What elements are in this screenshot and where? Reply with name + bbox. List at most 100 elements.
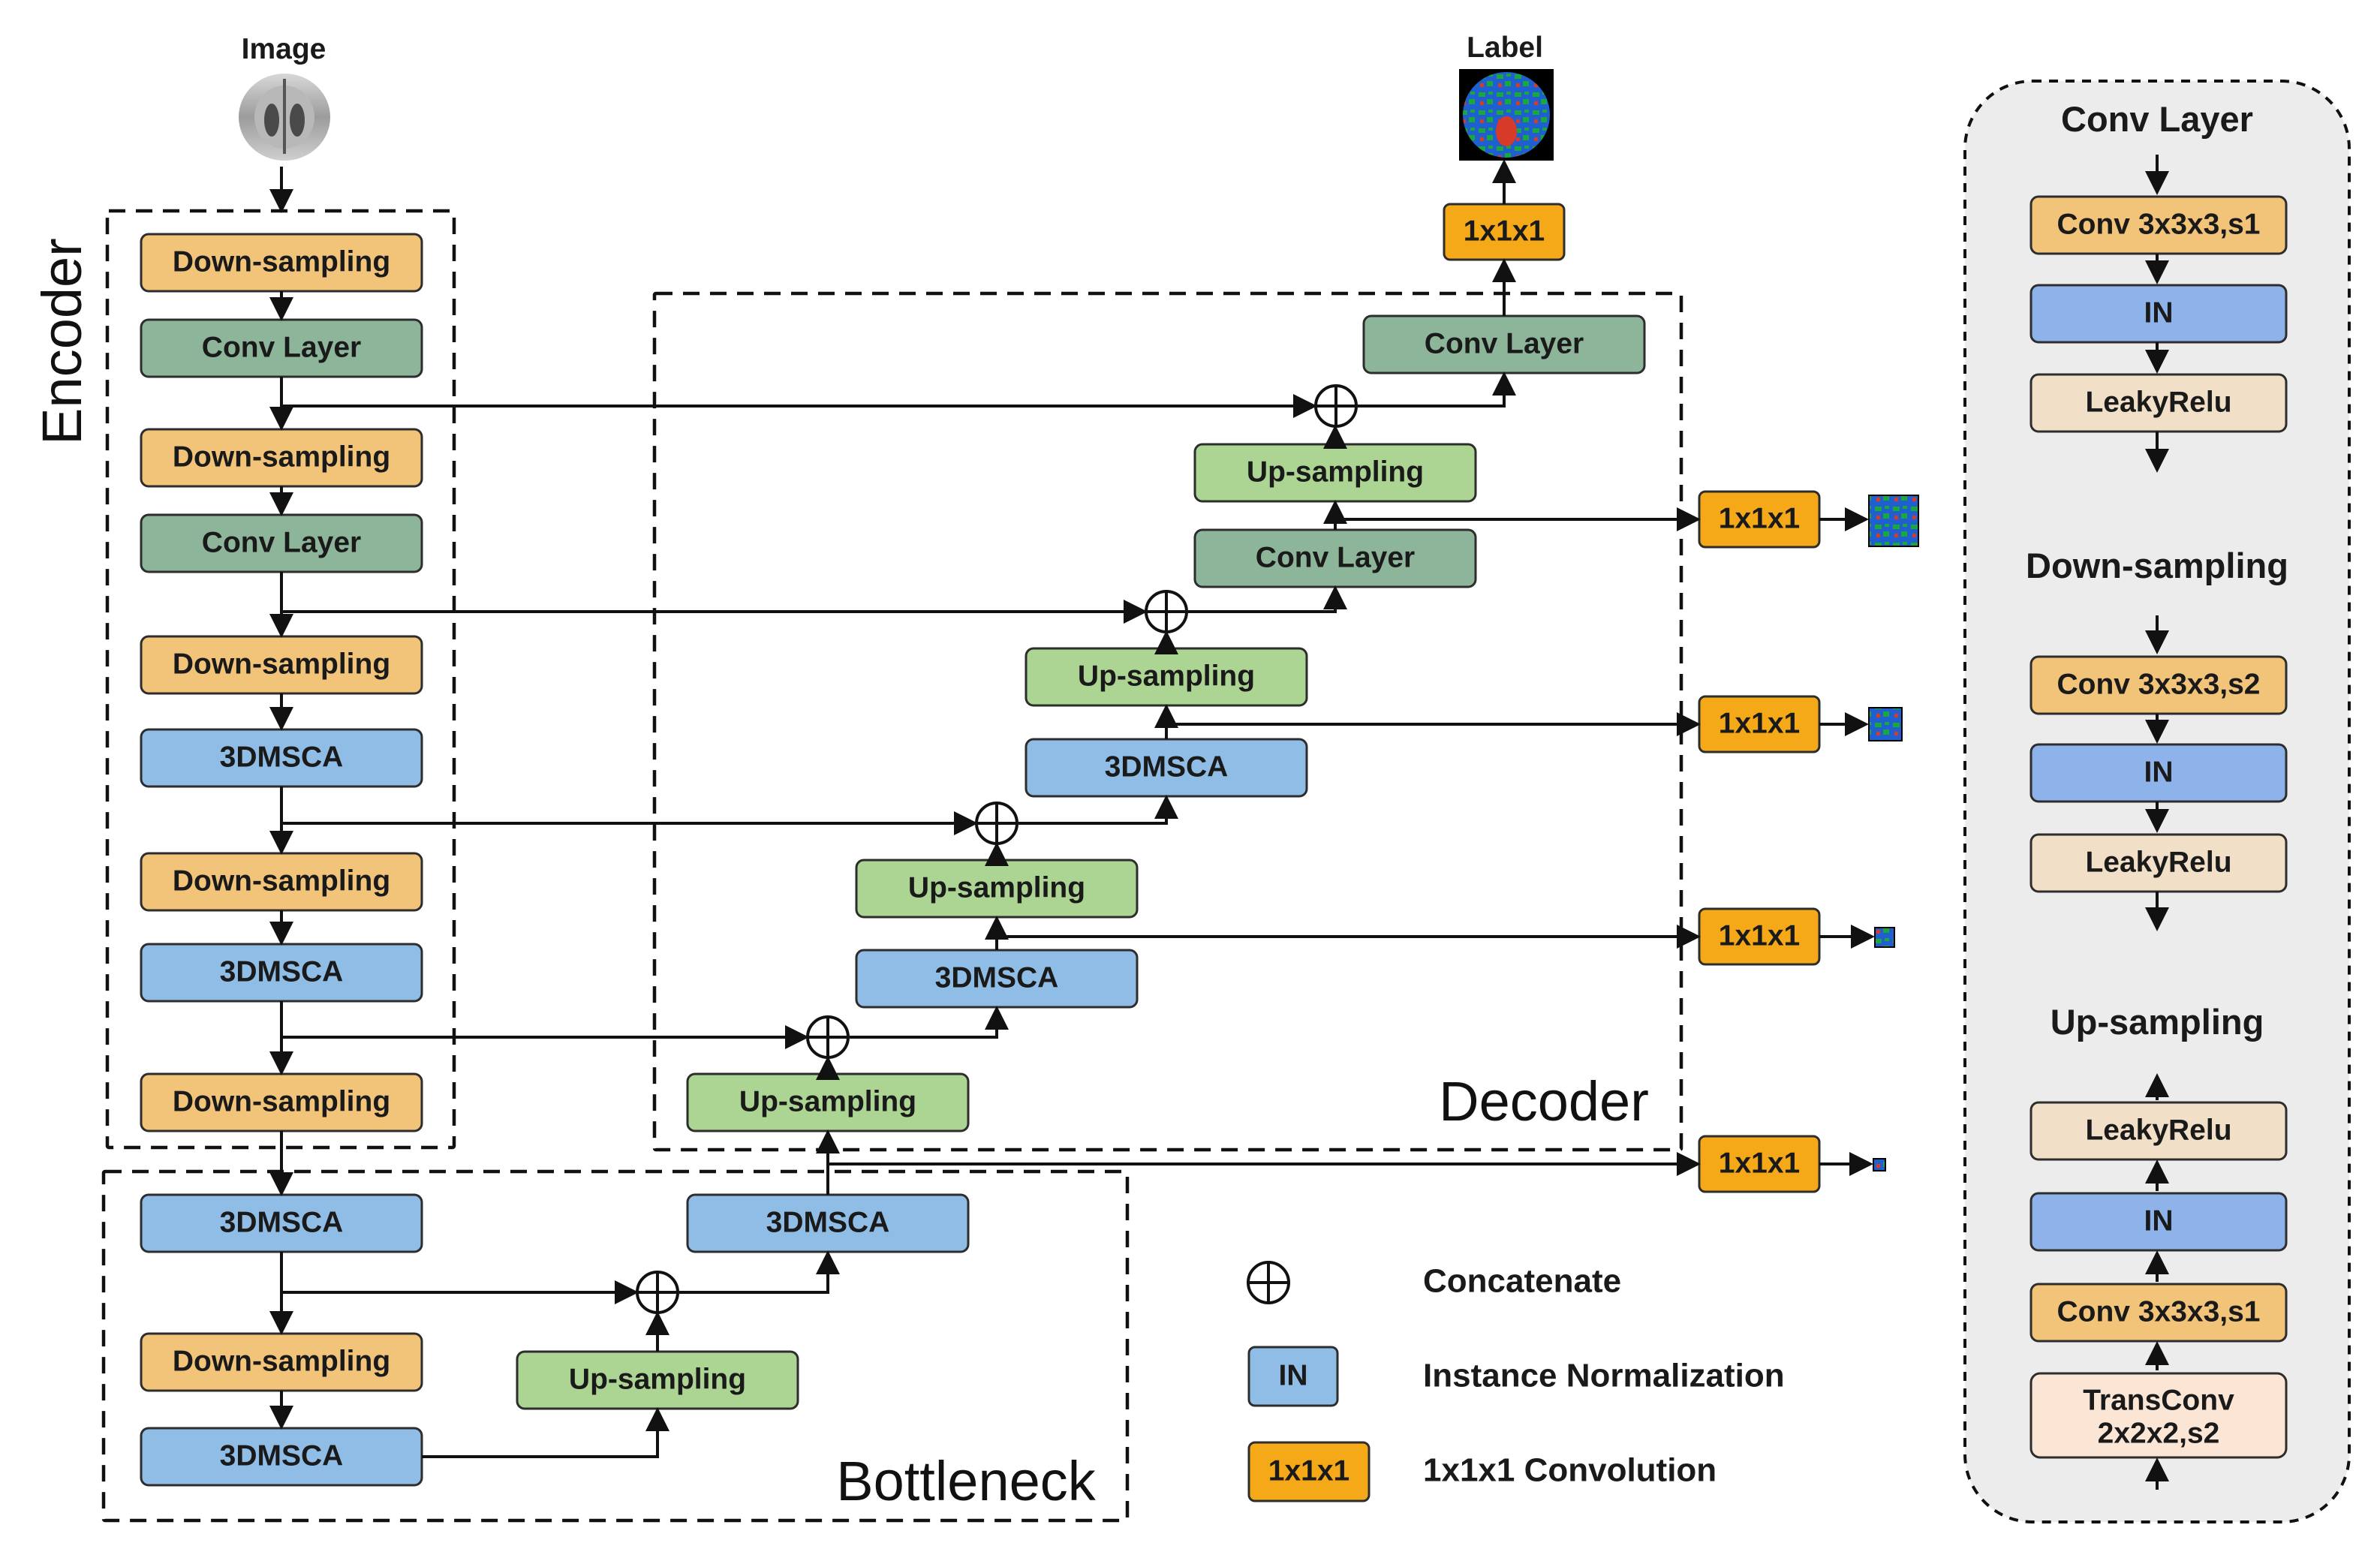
concat-node-2 [1145, 590, 1188, 633]
bottleneck-title: Bottleneck [836, 1450, 1097, 1512]
block-label: Down-sampling [173, 865, 390, 897]
encoder-conv-layer-1: Conv Layer [140, 318, 423, 378]
encoder-3dmsca-1: 3DMSCA [140, 728, 423, 788]
block-label: Up-sampling [1078, 660, 1255, 692]
block-label: Up-sampling [908, 871, 1085, 904]
conv1x1-deep-supervision-4: 1x1x1 [1698, 1135, 1821, 1193]
legend-in-swatch [1247, 1346, 1339, 1407]
block-label: Conv Layer [1256, 541, 1415, 573]
legend-concatenate-text: Concatenate [1423, 1263, 1621, 1300]
block-label: Down-sampling [173, 441, 390, 473]
detail-up-sampling: Up-sampling LeakyRelu IN Conv 3x3x3,s1 T… [2029, 1002, 2288, 1490]
decoder-conv-layer-2: Conv Layer [1362, 314, 1646, 374]
label-title: Label [1467, 32, 1543, 64]
bottleneck-up-sampling: Up-sampling [516, 1350, 799, 1410]
concat-node-5 [636, 1271, 679, 1314]
output-label-image [1459, 69, 1554, 161]
detail-in-label: IN [2144, 1205, 2174, 1237]
bottleneck-region [101, 1169, 1130, 1523]
detail-conv-layer: Conv Layer Conv 3x3x3,s1 IN LeakyRelu [2029, 99, 2288, 473]
detail-down-sampling: Down-sampling Conv 3x3x3,s2 IN LeakyRelu [2026, 546, 2288, 931]
image-title: Image [242, 33, 326, 65]
detail-conv-layer-title: Conv Layer [2061, 99, 2253, 139]
legend: Concatenate IN Instance Normalization 1x… [1247, 1261, 1785, 1502]
connections [269, 159, 1875, 1458]
block-label: 1x1x1 [1719, 1147, 1800, 1179]
conv1x1-final: 1x1x1 [1443, 203, 1566, 261]
block-label: 1x1x1 [1719, 707, 1800, 739]
block-label: Up-sampling [1247, 456, 1424, 488]
detail-up-sampling-title: Up-sampling [2051, 1002, 2264, 1042]
block-label: 3DMSCA [220, 741, 344, 773]
output-thumbnail-2 [1868, 707, 1903, 741]
encoder-down-sampling-1: Down-sampling [140, 233, 423, 293]
legend-in-text: Instance Normalization [1423, 1358, 1785, 1394]
legend-in-box-label: IN [1279, 1359, 1308, 1391]
encoder-conv-layer-2: Conv Layer [140, 513, 423, 573]
detail-conv-s1-label: Conv 3x3x3,s1 [2057, 1295, 2260, 1328]
block-label: 3DMSCA [935, 961, 1059, 994]
detail-leaky-relu-label: LeakyRelu [2085, 846, 2231, 878]
decoder-up-sampling-2: Up-sampling [855, 859, 1139, 919]
detail-leaky-relu-label: LeakyRelu [2085, 1114, 2231, 1146]
legend-conv-text: 1x1x1 Convolution [1423, 1452, 1717, 1489]
concat-node-3 [975, 802, 1018, 845]
bottleneck-3dmsca-1: 3DMSCA [140, 1193, 423, 1253]
block-label: Conv Layer [202, 331, 361, 363]
concat-node-1 [1314, 384, 1358, 428]
legend-conv-box-label: 1x1x1 [1268, 1454, 1349, 1487]
block-label: 3DMSCA [766, 1206, 890, 1238]
bottleneck-3dmsca-3: 3DMSCA [686, 1193, 970, 1253]
conv1x1-deep-supervision-2: 1x1x1 [1698, 695, 1821, 753]
block-label: Conv Layer [1425, 327, 1584, 359]
encoder-down-sampling-2: Down-sampling [140, 428, 423, 488]
decoder-3dmsca-1: 3DMSCA [855, 949, 1139, 1009]
decoder-3dmsca-2: 3DMSCA [1025, 738, 1308, 798]
legend-conv-swatch [1247, 1441, 1371, 1502]
concatenate-icon [1247, 1261, 1290, 1304]
encoder-3dmsca-2: 3DMSCA [140, 943, 423, 1003]
detail-conv-s2-label: Conv 3x3x3,s2 [2057, 668, 2260, 700]
bottleneck-3dmsca-2: 3DMSCA [140, 1427, 423, 1487]
output-thumbnail-3 [1874, 927, 1895, 948]
block-label: Conv Layer [202, 526, 361, 558]
detail-transconv-line1: TransConv [2083, 1384, 2234, 1416]
detail-in-label: IN [2144, 296, 2174, 329]
detail-leaky-relu-label: LeakyRelu [2085, 386, 2231, 418]
detail-conv-s1-label: Conv 3x3x3,s1 [2057, 208, 2260, 240]
block-label: 3DMSCA [1105, 750, 1229, 783]
decoder-up-sampling-1: Up-sampling [686, 1072, 970, 1132]
decoder-title: Decoder [1439, 1070, 1649, 1132]
block-label: Up-sampling [739, 1085, 916, 1117]
concat-node-4 [806, 1015, 850, 1059]
decoder-region [652, 291, 1683, 1152]
conv1x1-deep-supervision-1: 1x1x1 [1698, 490, 1821, 549]
block-label: 1x1x1 [1719, 919, 1800, 952]
block-label: Down-sampling [173, 245, 390, 278]
detail-transconv-line2: 2x2x2,s2 [2098, 1417, 2220, 1449]
block-label: 1x1x1 [1464, 215, 1545, 247]
block-label: 3DMSCA [220, 1206, 344, 1238]
block-label: Down-sampling [173, 1085, 390, 1117]
conv1x1-deep-supervision-3: 1x1x1 [1698, 907, 1821, 966]
decoder-up-sampling-3: Up-sampling [1025, 647, 1308, 707]
block-label: 3DMSCA [220, 955, 344, 988]
encoder-down-sampling-3: Down-sampling [140, 635, 423, 695]
output-thumbnail-4 [1873, 1158, 1886, 1172]
input-mri-image [237, 73, 332, 161]
block-label: Up-sampling [569, 1363, 746, 1395]
detail-down-sampling-title: Down-sampling [2026, 546, 2288, 585]
block-label: Down-sampling [173, 1345, 390, 1377]
encoder-title: Encoder [31, 238, 93, 445]
block-label: 1x1x1 [1719, 502, 1800, 534]
decoder-conv-layer-1: Conv Layer [1193, 528, 1477, 588]
encoder-down-sampling-4: Down-sampling [140, 852, 423, 912]
decoder-up-sampling-4: Up-sampling [1193, 443, 1477, 503]
block-label: Down-sampling [173, 648, 390, 680]
detail-in-label: IN [2144, 756, 2174, 788]
block-label: 3DMSCA [220, 1439, 344, 1472]
bottleneck-down-sampling: Down-sampling [140, 1332, 423, 1392]
encoder-down-sampling-5: Down-sampling [140, 1072, 423, 1132]
output-thumbnail-1 [1868, 495, 1919, 547]
